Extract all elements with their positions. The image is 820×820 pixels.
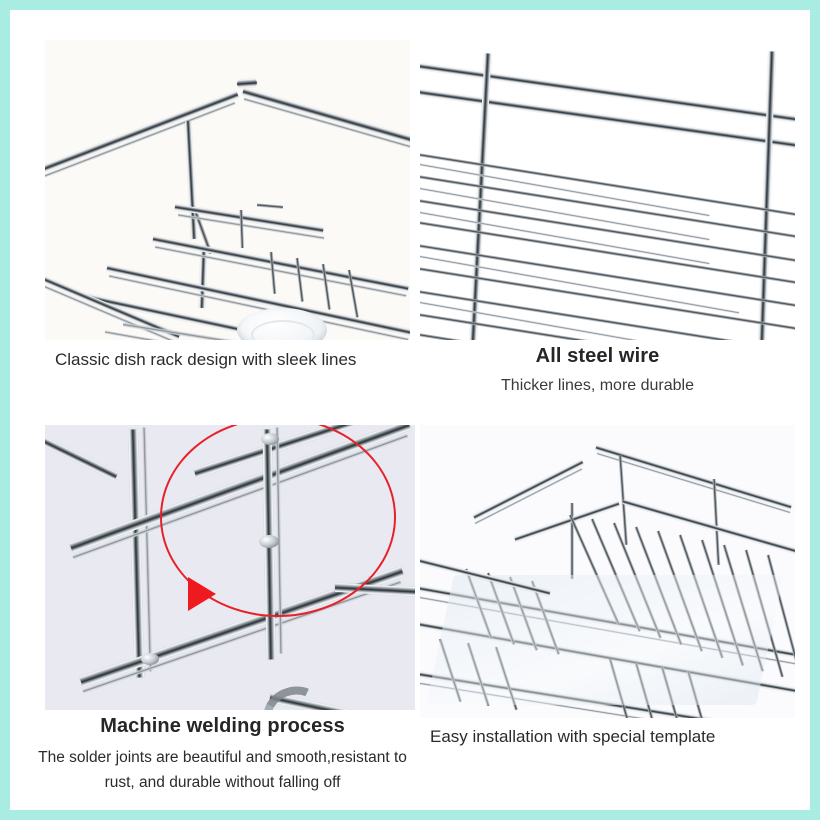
photo-classic-design bbox=[45, 40, 410, 340]
caption-machine-welding-line2: rust, and durable without falling off bbox=[104, 774, 341, 791]
caption-machine-welding: Machine welding process The solder joint… bbox=[25, 715, 420, 795]
caption-machine-welding-line1: The solder joints are beautiful and smoo… bbox=[38, 749, 407, 766]
photo-easy-installation bbox=[420, 425, 795, 718]
panel-easy-installation: Easy installation with special template bbox=[420, 415, 795, 800]
caption-all-steel-wire-title: All steel wire bbox=[535, 345, 660, 367]
caption-machine-welding-title: Machine welding process bbox=[100, 715, 345, 737]
caption-classic-design: Classic dish rack design with sleek line… bbox=[55, 350, 395, 370]
panel-machine-welding: Machine welding process The solder joint… bbox=[25, 415, 420, 800]
caption-classic-design-text: Classic dish rack design with sleek line… bbox=[55, 350, 357, 369]
caption-all-steel-wire-subtitle: Thicker lines, more durable bbox=[501, 377, 694, 394]
collage-canvas: Classic dish rack design with sleek line… bbox=[10, 10, 810, 810]
caption-easy-installation-text: Easy installation with special template bbox=[430, 727, 716, 746]
caption-all-steel-wire: All steel wire Thicker lines, more durab… bbox=[410, 345, 785, 395]
welding-highlight-circle bbox=[160, 425, 396, 617]
panel-classic-design: Classic dish rack design with sleek line… bbox=[35, 30, 410, 415]
photo-all-steel-wire bbox=[420, 40, 795, 340]
photo-machine-welding bbox=[45, 425, 415, 710]
panel-all-steel-wire: All steel wire Thicker lines, more durab… bbox=[410, 30, 795, 415]
caption-easy-installation: Easy installation with special template bbox=[430, 727, 790, 747]
welding-pointer-arrow bbox=[188, 577, 216, 611]
